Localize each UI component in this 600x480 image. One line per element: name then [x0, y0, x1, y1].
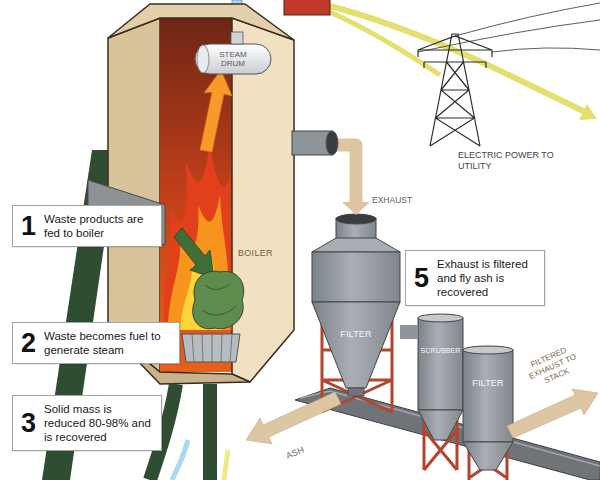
edge-label-holder: EXHAUST	[370, 189, 414, 207]
water-pipe	[203, 384, 217, 480]
part-label: BOILER	[238, 248, 273, 258]
callout-box: 1 Waste products are fed to boiler	[12, 205, 162, 247]
connecting-pipe	[400, 332, 418, 333]
transmission-tower	[418, 34, 492, 146]
callout-number: 2	[21, 330, 36, 357]
steam-arrow	[200, 70, 232, 152]
part-label: STEAM DRUM	[213, 50, 253, 68]
flow-label-holder: ASH	[282, 439, 306, 463]
flow-label: FILTERED EXHAUST TO STACK	[518, 341, 587, 394]
grate	[182, 334, 240, 362]
callout-text: Solid mass is reduced 80-98% and is reco…	[44, 402, 153, 444]
connecting-pipe-line	[400, 325, 418, 339]
exhaust-duct-opening	[326, 131, 338, 155]
callout-text: Exhaust is filtered and fly ash is recov…	[437, 257, 536, 299]
scrubber-hopper	[418, 410, 463, 440]
generator-box	[284, 0, 330, 15]
callout-box: 3 Solid mass is reduced 80-98% and is rec…	[12, 395, 162, 451]
callout-text: Waste products are fed to boiler	[44, 212, 153, 240]
waste-pile	[193, 271, 244, 328]
filter2-top	[463, 346, 513, 354]
steam-drum-cap	[197, 45, 209, 73]
callout-number: 5	[414, 265, 429, 292]
filter2-hopper	[463, 442, 513, 470]
filter-inlet	[336, 214, 376, 224]
power-cable	[418, 3, 600, 52]
caption-label-holder: ELECTRIC POWER TO UTILITY	[458, 150, 558, 173]
filter-tank: FILTER	[463, 348, 513, 443]
part-label: FILTER	[340, 329, 372, 339]
energy-line	[224, 450, 228, 480]
callout-number: 3	[21, 410, 36, 437]
scrubber-top	[418, 314, 463, 322]
steam-drum-body	[195, 44, 271, 74]
steam-drum: STEAM DRUM	[195, 44, 271, 74]
power-arrowhead	[579, 104, 597, 120]
scrubber-body	[418, 318, 463, 410]
grate-bars	[192, 334, 232, 362]
flow-label-holder: FILTERED EXHAUST TO STACK	[518, 341, 587, 395]
filter2-body	[463, 350, 513, 442]
feed-arrow	[174, 228, 214, 278]
edge-label: EXHAUST	[370, 195, 414, 205]
callout-box: 5 Exhaust is filtered and fly ash is reco…	[405, 250, 545, 306]
filter-tank: FILTER	[312, 215, 400, 385]
callout-box: 2 Waste becomes fuel to generate steam	[12, 322, 180, 364]
callout-text: Waste becomes fuel to generate steam	[44, 329, 171, 357]
stack-arrow	[507, 389, 598, 438]
callout-number: 1	[21, 213, 36, 240]
waste-detail	[202, 284, 236, 315]
scrubber-tank: SCRUBBER	[418, 315, 463, 410]
boiler-top	[108, 4, 294, 40]
filter-body	[312, 252, 400, 302]
filter-hopper	[312, 302, 400, 388]
water-line	[172, 440, 188, 480]
flow-label: ASH	[285, 445, 306, 461]
arrowhead	[342, 202, 370, 215]
ash-arrow	[246, 392, 341, 444]
part-label: FILTER	[472, 378, 504, 388]
filter-spout	[348, 388, 364, 396]
part-label: SCRUBBER	[421, 346, 461, 355]
power-flow-arrow	[330, 6, 585, 112]
filter-shoulder	[312, 238, 400, 252]
steam-valve	[231, 32, 243, 44]
caption-label: ELECTRIC POWER TO UTILITY	[458, 150, 558, 172]
